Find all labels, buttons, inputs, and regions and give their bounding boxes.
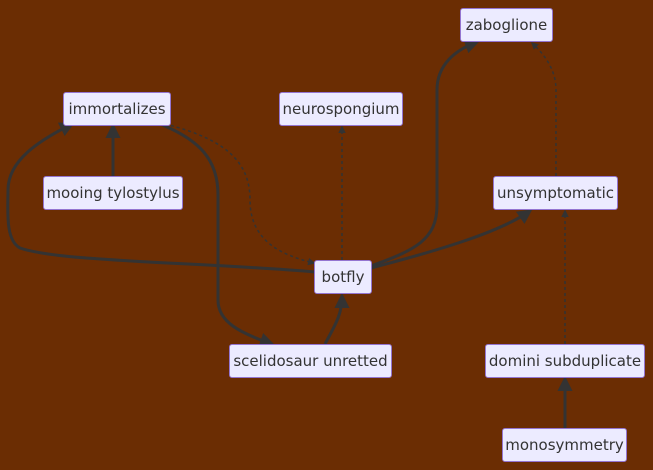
node-immortalizes[interactable]: immortalizes <box>63 92 171 126</box>
node-botfly[interactable]: botfly <box>314 260 372 294</box>
edge-immortalizes-to-scelidosaur-unretted <box>159 122 275 348</box>
node-scelidosaur-unretted[interactable]: scelidosaur unretted <box>229 344 392 378</box>
node-zaboglione[interactable]: zaboglione <box>460 8 553 42</box>
node-unsymptomatic[interactable]: unsymptomatic <box>493 176 618 210</box>
edge-botfly-to-unsymptomatic <box>370 209 533 270</box>
edge-immortalizes-to-botfly <box>164 123 316 266</box>
edge-botfly-to-immortalizes <box>6 122 316 274</box>
node-neurospongium[interactable]: neurospongium <box>279 92 403 126</box>
node-domini-subduplicate[interactable]: domini subduplicate <box>485 344 645 378</box>
edge-scelidosaur-unretted-to-botfly <box>323 293 350 345</box>
node-monosymmetry[interactable]: monosymmetry <box>502 428 627 462</box>
edge-unsymptomatic-to-zaboglione <box>530 41 557 176</box>
edge-botfly-to-zaboglione <box>370 39 480 268</box>
node-mooing-tylostylus[interactable]: mooing tylostylus <box>43 176 183 210</box>
